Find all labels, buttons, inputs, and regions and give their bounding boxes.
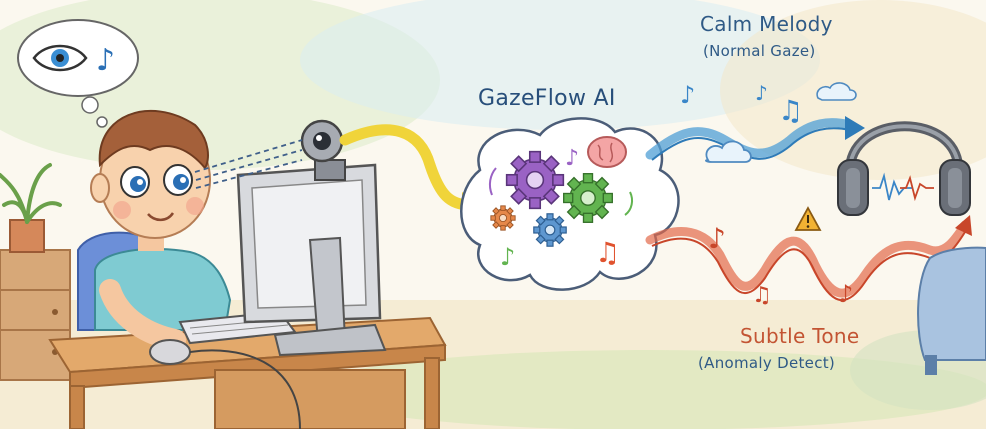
cloud-icon	[705, 140, 752, 163]
music-note-icon: ♫	[752, 283, 772, 308]
anomaly-wave	[645, 215, 972, 302]
brain-icon	[587, 136, 627, 168]
mouse	[149, 339, 191, 365]
cloud-icon	[816, 82, 857, 101]
gear-icon	[505, 150, 565, 210]
calm-melody-label: Calm Melody	[700, 12, 833, 36]
arm	[99, 279, 186, 351]
music-note-icon: ♪	[565, 146, 579, 171]
music-note-icon: ♪	[500, 243, 515, 271]
calm-wave	[645, 116, 865, 161]
gear-icon	[490, 205, 516, 231]
potted-plant	[0, 163, 71, 381]
sofa	[917, 246, 986, 375]
gaze-lines	[194, 139, 303, 189]
music-note-icon: ♪	[838, 280, 853, 308]
ai-cloud: ♪ ♪ ♫	[460, 117, 680, 291]
gear-icon	[563, 173, 613, 223]
mouse-cable	[189, 349, 301, 429]
anomaly-detect-label: (Anomaly Detect)	[698, 354, 836, 372]
warning-icon	[794, 206, 822, 231]
music-note-icon: ♫	[778, 94, 803, 127]
headphones-icon	[837, 121, 971, 216]
music-note-icon: ♪	[755, 81, 768, 105]
music-note-icon: ♪	[96, 43, 115, 78]
gear-icon	[533, 213, 567, 247]
ai-title: GazeFlow AI	[478, 86, 616, 111]
music-note-icon: ♪	[708, 222, 726, 255]
thought-bubble: ♪	[17, 19, 139, 128]
monitor	[236, 163, 387, 357]
subtle-tone-label: Subtle Tone	[740, 324, 860, 348]
music-note-icon: ♪	[680, 81, 695, 109]
normal-gaze-label: (Normal Gaze)	[703, 42, 816, 60]
eye-icon	[32, 44, 88, 72]
music-note-icon: ♫	[595, 236, 620, 269]
